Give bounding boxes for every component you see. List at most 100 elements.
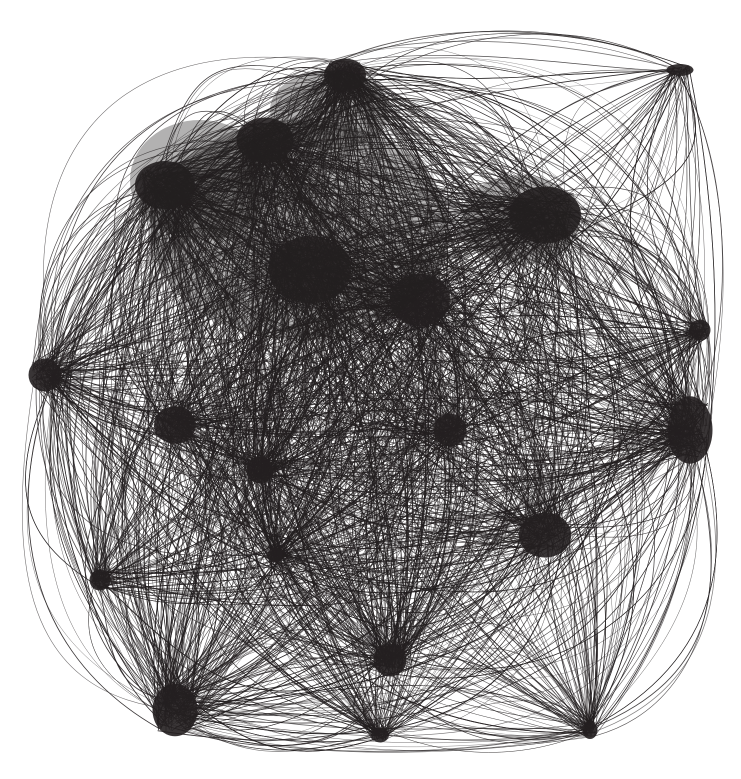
edge	[573, 323, 706, 724]
edge	[92, 359, 464, 576]
edge	[360, 61, 525, 196]
edge	[336, 244, 446, 736]
edge	[190, 712, 375, 737]
edge-layer	[21, 30, 724, 753]
edge	[302, 309, 425, 733]
edge	[330, 75, 587, 732]
edge	[173, 558, 276, 695]
edge	[189, 216, 554, 728]
edge	[569, 232, 673, 441]
edge	[55, 369, 266, 479]
edge	[283, 105, 564, 234]
edge	[646, 70, 700, 339]
edge	[162, 721, 596, 753]
edge	[48, 186, 186, 709]
edge	[378, 299, 427, 734]
edge	[176, 140, 267, 423]
edge	[165, 403, 691, 712]
edge	[262, 422, 449, 462]
edge	[553, 202, 598, 729]
edge	[57, 196, 440, 386]
edge	[269, 69, 502, 550]
edge	[250, 76, 538, 211]
edge	[90, 140, 283, 579]
edge	[174, 425, 586, 730]
edge	[269, 417, 690, 499]
edge	[380, 67, 701, 652]
edge	[32, 259, 281, 370]
edge	[49, 267, 700, 410]
edge	[235, 467, 397, 666]
hub-node	[154, 406, 196, 444]
edge	[157, 203, 615, 704]
edge	[530, 213, 708, 418]
edge	[547, 221, 706, 451]
edge	[48, 311, 436, 379]
edge	[173, 261, 376, 715]
edge	[428, 317, 635, 725]
edge	[414, 295, 588, 732]
edge	[158, 191, 700, 393]
edge	[207, 461, 376, 730]
edge	[282, 85, 550, 225]
edge	[163, 391, 687, 716]
edge	[248, 155, 284, 249]
edge	[260, 144, 409, 652]
edge	[149, 190, 709, 447]
edge	[325, 295, 393, 670]
edge	[192, 700, 385, 752]
edge	[263, 131, 513, 737]
edge	[176, 713, 378, 752]
edge	[100, 585, 589, 741]
edge	[94, 206, 568, 574]
edge	[269, 545, 534, 628]
edge	[346, 64, 517, 204]
edge	[173, 662, 378, 737]
edge	[142, 197, 555, 550]
edge	[271, 116, 693, 436]
edge	[340, 280, 534, 526]
edge	[182, 399, 695, 704]
edge	[157, 491, 534, 708]
edge	[157, 531, 566, 735]
edge	[261, 373, 685, 469]
edge	[152, 191, 533, 531]
edge	[99, 64, 354, 585]
edge	[335, 86, 556, 525]
edge	[191, 521, 552, 712]
edge	[156, 115, 529, 205]
edge	[93, 573, 385, 692]
edge	[235, 134, 393, 665]
edge	[335, 85, 390, 667]
edge	[32, 82, 342, 372]
edge	[587, 430, 718, 730]
hub-node	[689, 319, 711, 341]
edge	[183, 293, 320, 718]
edge	[181, 438, 706, 716]
edge	[253, 474, 588, 736]
edge	[580, 72, 689, 405]
edge	[171, 157, 389, 732]
edge	[110, 140, 248, 438]
edge	[280, 551, 395, 659]
dense-core	[150, 120, 450, 340]
edge	[113, 70, 337, 425]
edge	[328, 31, 674, 68]
edge	[355, 73, 675, 413]
edge	[172, 76, 350, 476]
edge	[165, 188, 175, 731]
edge	[57, 378, 164, 724]
edge	[115, 203, 382, 737]
edge	[174, 409, 223, 707]
edge	[393, 434, 455, 658]
edge	[124, 412, 169, 716]
edge	[185, 175, 441, 443]
edge	[443, 300, 579, 552]
edge	[278, 134, 414, 554]
edge	[381, 728, 593, 753]
edge	[120, 186, 160, 421]
edge	[141, 134, 264, 432]
edge	[190, 452, 696, 737]
edge	[31, 379, 398, 657]
edge	[273, 144, 593, 725]
